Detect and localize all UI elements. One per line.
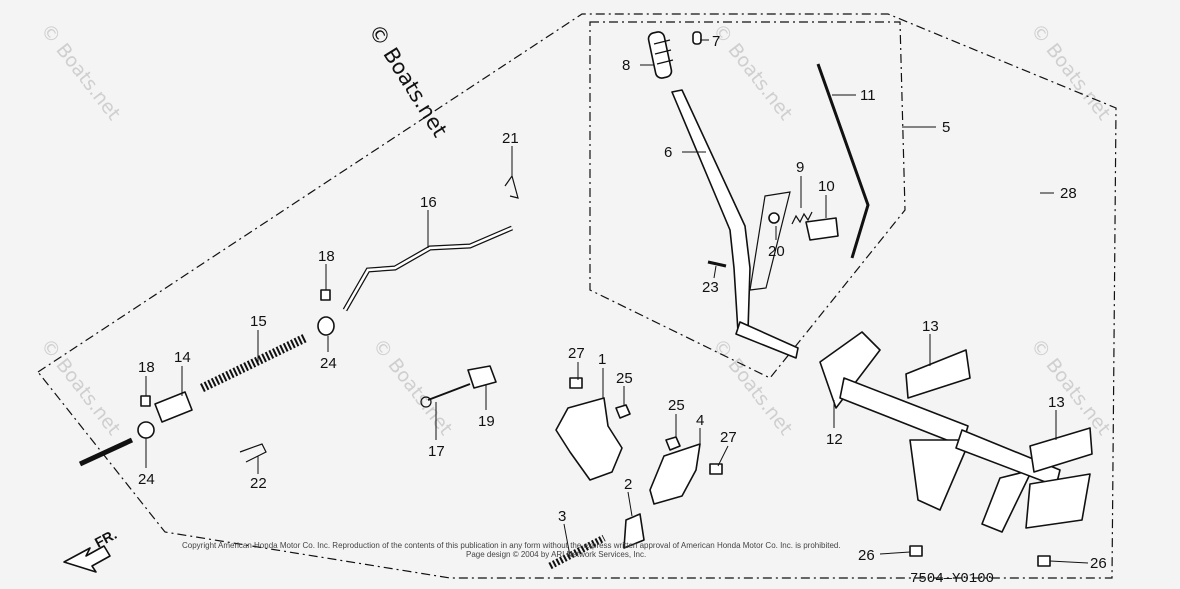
leader-lines	[145, 39, 1089, 564]
callout-11: 11	[860, 87, 876, 104]
part-24-collar	[137, 421, 155, 439]
part-27-bolt	[709, 463, 723, 475]
part-12-foot	[1025, 473, 1091, 529]
callout-19: 19	[478, 413, 495, 430]
callout-15: 15	[250, 313, 267, 330]
part-11-rod	[816, 63, 870, 259]
callout-22: 22	[250, 475, 267, 492]
watermark-faint: © Boats.net	[708, 20, 797, 125]
callout-25: 25	[668, 397, 685, 414]
callout-25: 25	[616, 370, 633, 387]
part-6-shaft	[735, 321, 799, 359]
part-13-bracket	[1029, 427, 1093, 473]
callout-23: 23	[702, 279, 719, 296]
control-rod	[78, 437, 134, 467]
part-22-clip	[239, 443, 267, 463]
callout-16: 16	[420, 194, 437, 211]
part-17-link-eye	[420, 396, 432, 408]
copyright-line-1: Copyright American Honda Motor Co. Inc. …	[182, 541, 841, 550]
callout-8: 8	[622, 57, 630, 74]
part-17-link	[427, 383, 471, 401]
part-8-grip-rib	[656, 59, 674, 65]
part-13-bracket	[905, 349, 971, 399]
callout-9: 9	[796, 159, 804, 176]
part-16-rod-fill	[343, 226, 513, 311]
part-1-bracket	[555, 397, 623, 481]
part-9-spring	[791, 211, 813, 225]
diagram-code: 7504—Y0100	[910, 571, 994, 587]
watermark-faint: © Boats.net	[368, 335, 457, 440]
watermark-faint: © Boats.net	[1026, 335, 1115, 440]
callout-7: 7	[712, 33, 720, 50]
callout-27: 27	[568, 345, 585, 362]
part-15-spring	[200, 333, 307, 393]
part-19-block	[467, 365, 497, 389]
callout-13: 13	[922, 318, 939, 335]
part-24-collar	[317, 316, 335, 336]
callout-24: 24	[320, 355, 337, 372]
part-23-screw	[707, 260, 727, 268]
part-25-nut	[615, 404, 631, 419]
part-25-nut	[665, 436, 681, 451]
callout-27: 27	[720, 429, 737, 446]
part-14-sleeve	[154, 391, 193, 423]
part-4-bracket	[649, 443, 701, 505]
watermark-faint: © Boats.net	[36, 20, 125, 125]
callout-26: 26	[1090, 555, 1107, 572]
watermark-main: © Boats.net	[364, 20, 452, 141]
part-12-end-plate	[819, 331, 881, 409]
callout-26: 26	[858, 547, 875, 564]
part-18-bolt	[320, 289, 331, 301]
callout-18: 18	[138, 359, 155, 376]
part-10-plate	[805, 217, 839, 241]
watermark-faint: © Boats.net	[1026, 20, 1115, 125]
part-27-bolt	[569, 377, 583, 389]
outline-assembly-28	[37, 13, 1117, 579]
bracket-plate	[749, 191, 791, 291]
part-8-grip-rib	[654, 49, 672, 55]
callout-24: 24	[138, 471, 155, 488]
callouts: 7 8 6 11 5 28 9 10 20 23 21 16 18 15 14 …	[138, 33, 1107, 572]
callout-13: 13	[1048, 394, 1065, 411]
front-arrow-icon	[63, 545, 111, 573]
callout-21: 21	[502, 130, 519, 147]
front-direction-label: FR.	[92, 526, 119, 551]
copyright-line-2: Page design © 2004 by ARI Network Servic…	[466, 550, 646, 559]
outline-assembly-5	[589, 21, 906, 379]
part-2-clip	[623, 513, 645, 549]
part-7-pin	[692, 31, 702, 45]
watermark-faint: © Boats.net	[36, 335, 125, 440]
callout-3: 3	[558, 508, 566, 525]
part-12-tube	[839, 377, 969, 447]
part-21-clip	[504, 174, 519, 199]
callout-18: 18	[318, 248, 335, 265]
callout-6: 6	[664, 144, 672, 161]
callout-14: 14	[174, 349, 191, 366]
callout-17: 17	[428, 443, 445, 460]
part-8-grip-rib	[653, 39, 671, 45]
part-12-arm	[981, 469, 1033, 533]
part-26-bolt	[1037, 555, 1051, 567]
callout-2: 2	[624, 476, 632, 493]
part-8-grip	[647, 31, 673, 79]
front-direction-indicator: FR.	[63, 526, 119, 573]
callout-28: 28	[1060, 185, 1077, 202]
callout-12: 12	[826, 431, 843, 448]
part-18-bolt	[140, 395, 151, 407]
part-26-bolt	[909, 545, 923, 557]
callout-10: 10	[818, 178, 835, 195]
callout-1: 1	[598, 351, 606, 368]
callout-20: 20	[768, 243, 785, 260]
callout-4: 4	[696, 412, 704, 429]
callout-5: 5	[942, 119, 950, 136]
part-20-washer	[768, 212, 780, 224]
part-12-arm	[909, 439, 971, 511]
